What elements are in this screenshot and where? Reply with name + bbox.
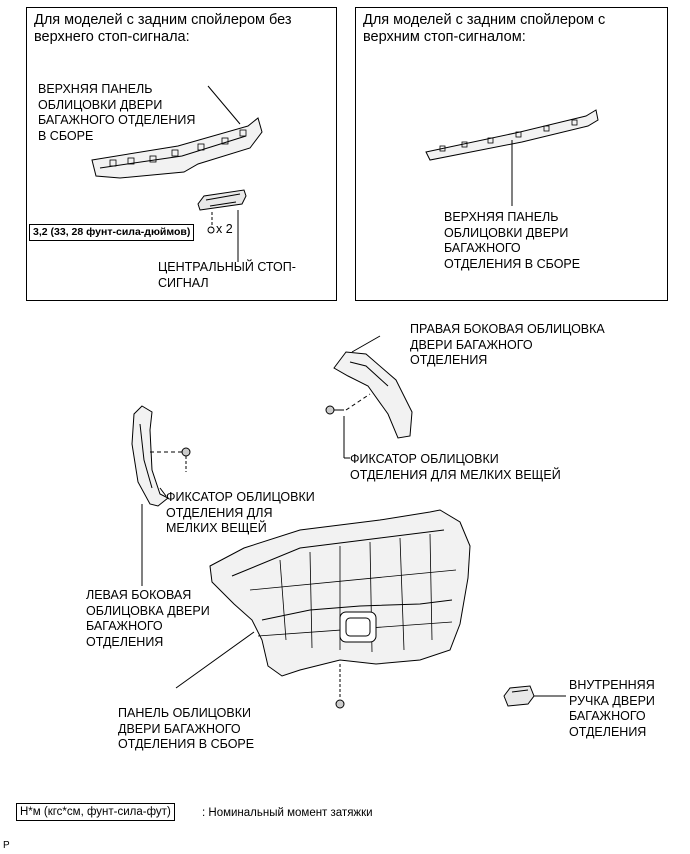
door-trim-panel-label: ПАНЕЛЬ ОБЛИЦОВКИ ДВЕРИ БАГАЖНОГО ОТДЕЛЕН… — [118, 706, 255, 751]
left-side-trim-label: ЛЕВАЯ БОКОВАЯ ОБЛИЦОВКА ДВЕРИ БАГАЖНОГО … — [86, 588, 210, 649]
right-panel-header: Для моделей с задним спойлером с верхним… — [363, 12, 606, 45]
central-stop-signal-label: ЦЕНТРАЛЬНЫЙ СТОП- СИГНАЛ — [158, 260, 296, 290]
inner-handle-label: ВНУТРЕННЯЯ РУЧКА ДВЕРИ БАГАЖНОГО ОТДЕЛЕН… — [569, 678, 655, 739]
right-retainer-part — [325, 393, 371, 415]
upper-trim-panel-right-part — [425, 109, 599, 161]
torque-spec-box: 3,2 (33, 28 фунт-сила-дюймов) — [29, 224, 195, 241]
torque-unit-box: Н*м (кгс*см, фунт-сила-фут) — [16, 803, 175, 821]
corner-mark: P — [3, 840, 10, 851]
left-retainer-label: ФИКСАТОР ОБЛИЦОВКИ ОТДЕЛЕНИЯ ДЛЯ МЕЛКИХ … — [166, 490, 315, 535]
torque-legend-description: : Номинальный момент затяжки — [202, 807, 373, 819]
inner-handle-part — [503, 685, 535, 707]
upper-trim-panel-label-right: ВЕРХНЯЯ ПАНЕЛЬ ОБЛИЦОВКИ ДВЕРИ БАГАЖНОГО… — [444, 210, 581, 271]
central-stop-signal-part — [197, 189, 247, 228]
left-panel-header: Для моделей с задним спойлером без верхн… — [34, 12, 292, 45]
upper-trim-panel-left-part — [91, 117, 263, 179]
right-side-trim-label: ПРАВАЯ БОКОВАЯ ОБЛИЦОВКА ДВЕРИ БАГАЖНОГО… — [410, 322, 605, 367]
door-trim-panel-part — [209, 509, 471, 709]
right-side-trim-part — [333, 351, 413, 439]
left-side-trim-part — [131, 405, 169, 507]
right-retainer-label: ФИКСАТОР ОБЛИЦОВКИ ОТДЕЛЕНИЯ ДЛЯ МЕЛКИХ … — [350, 452, 561, 482]
quantity-multiplier: x 2 — [216, 222, 233, 236]
left-retainer-part — [150, 447, 191, 472]
upper-trim-panel-label-left: ВЕРХНЯЯ ПАНЕЛЬ ОБЛИЦОВКИ ДВЕРИ БАГАЖНОГО… — [38, 82, 196, 143]
